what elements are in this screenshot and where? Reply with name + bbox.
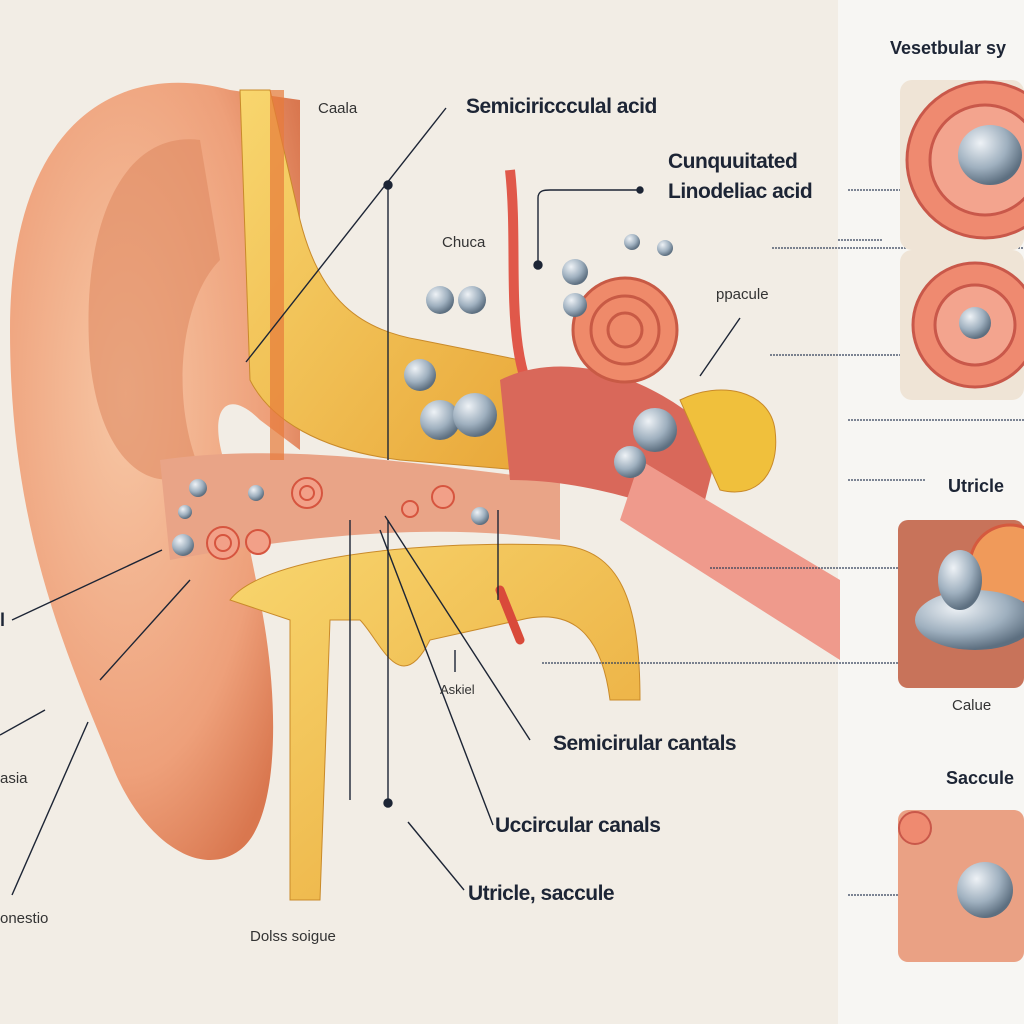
inset-vestibule-2 [900, 250, 1024, 400]
label-semicirular-cantals: Semicirular cantals [553, 732, 737, 755]
label-onestio: onestio [0, 910, 49, 927]
small-spirals [206, 477, 455, 560]
bone-stripe [270, 90, 284, 460]
auricle-inner-fold [88, 139, 221, 480]
label-semiciriccculal-acid: Semiciriccculal acid [466, 95, 657, 118]
inset-utricle [898, 520, 1024, 688]
label-linodeliac-acid: Linodeliac acid [668, 180, 813, 203]
label-dolss-soigue: Dolss soigue [250, 928, 336, 945]
leader-lines [0, 107, 741, 896]
label-saccule: Saccule [946, 768, 1015, 788]
label-chuca: Chuca [442, 234, 486, 251]
label-asia: asia [0, 770, 28, 787]
red-vessel [495, 585, 525, 645]
label-ppacule: ppacule [716, 286, 769, 303]
label-askiel: Askiel [440, 682, 475, 697]
temporal-bone-lower [229, 543, 641, 901]
label-utricle: Utricle [948, 476, 1005, 496]
inset-vestibule-1 [900, 80, 1024, 250]
ossicles [172, 234, 677, 556]
label-caala: Caala [318, 100, 358, 117]
inset-title: Vesetbular sy [890, 38, 1007, 58]
canal-extension [620, 460, 840, 660]
label-calue: Calue [952, 697, 992, 714]
label-fragment-l: l [0, 610, 6, 630]
inset-saccule [898, 810, 1024, 962]
incus-shape [679, 389, 777, 493]
label-cunquuitated: Cunquuitated [668, 150, 798, 173]
label-uccircular-canals: Uccircular canals [495, 814, 661, 837]
cochlea-spiral [571, 276, 679, 384]
label-utricle-saccule: Utricle, saccule [468, 882, 615, 905]
